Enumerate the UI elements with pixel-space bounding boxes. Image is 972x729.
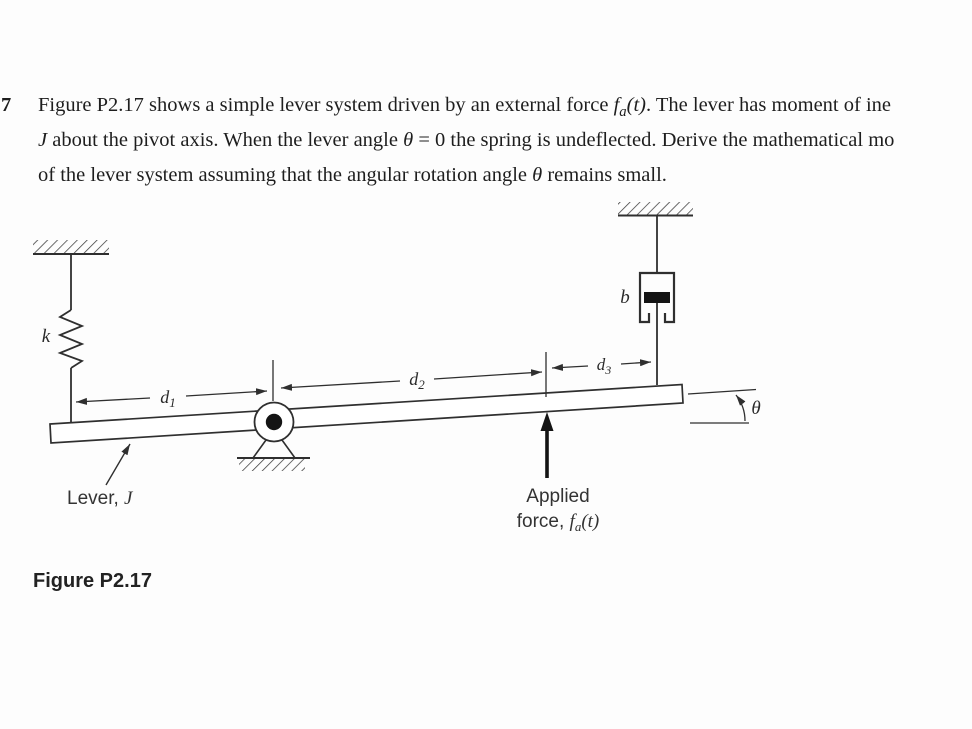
d3-left-segment — [551, 363, 589, 371]
problem-number: 7 — [1, 94, 12, 116]
line3-post: remains small. — [542, 164, 667, 186]
dimension-d2 — [280, 369, 543, 391]
damper-ceiling-support — [618, 202, 693, 217]
lever-inertia-symbol: J — [124, 488, 134, 509]
f-subscript: a — [619, 104, 627, 121]
f-argument: (t) — [626, 94, 647, 116]
figure-caption: Figure P2.17 — [33, 570, 152, 592]
d1-right-segment — [185, 388, 268, 397]
theta-label: θ — [751, 398, 760, 419]
d3-letter: d — [597, 355, 606, 374]
line3-pre: of the lever system assuming that the an… — [38, 164, 533, 186]
dimension-d3 — [551, 359, 652, 371]
damper-cylinder — [638, 271, 676, 324]
d2-left-segment — [280, 380, 401, 391]
f-symbol: f — [570, 511, 578, 532]
lever-leader-arrow — [105, 443, 131, 486]
theta-symbol: θ — [532, 164, 543, 186]
force-arrowhead — [540, 412, 554, 431]
d2-label: d2 — [409, 369, 425, 392]
ground-hatch — [239, 459, 305, 471]
pivot-pin — [265, 413, 283, 431]
d1-subscript: 1 — [169, 395, 176, 410]
lever-bar — [49, 383, 684, 444]
line2-post: = 0 the spring is undeflected. Derive th… — [413, 129, 895, 151]
d1-label: d1 — [160, 387, 176, 410]
J-symbol: J — [38, 129, 48, 151]
d3-label: d3 — [597, 355, 612, 377]
spring-constant-label: k — [42, 326, 51, 347]
applied-force-arrow — [540, 412, 554, 478]
spring-coil — [57, 309, 85, 369]
pivot-triangle — [252, 439, 296, 459]
line1-post: . The lever has moment of ine — [646, 94, 891, 116]
theta-upper-reference — [687, 388, 757, 395]
angle-theta-annotation — [687, 388, 757, 424]
problem-text-line-1: Figure P2.17 shows a simple lever system… — [38, 94, 891, 121]
line1-pre: Figure P2.17 shows a simple lever system… — [38, 94, 614, 116]
d2-right-segment — [433, 369, 543, 380]
damper-coefficient-label: b — [620, 287, 630, 308]
lever-label: Lever, J — [67, 488, 134, 509]
spring-ceiling-support — [33, 240, 109, 255]
hatch-fill — [618, 202, 693, 215]
lever-text: Lever, — [67, 488, 124, 509]
applied-force-label-line1: Applied — [526, 486, 589, 507]
d2-subscript: 2 — [418, 377, 425, 392]
pivot-support — [237, 360, 310, 471]
theta-symbol: θ — [403, 129, 414, 151]
problem-text-line-3: of the lever system assuming that the an… — [38, 164, 667, 187]
f-subscript: a — [575, 519, 582, 534]
d3-right-segment — [620, 359, 652, 367]
theta-arc — [735, 394, 746, 422]
f-argument: (t) — [581, 511, 599, 532]
f-symbol: f — [613, 94, 620, 116]
force-text: force, — [517, 511, 570, 532]
d3-subscript: 3 — [604, 363, 611, 377]
damper-symbol — [638, 215, 676, 385]
hatch-fill — [33, 240, 109, 254]
applied-force-label-line2: force, fa(t) — [517, 511, 600, 534]
spring-symbol — [57, 254, 85, 424]
problem-text-line-2: J about the pivot axis. When the lever a… — [38, 129, 894, 152]
line2-mid: about the pivot axis. When the lever ang… — [47, 129, 404, 151]
d2-letter: d — [409, 369, 419, 389]
d1-left-segment — [75, 397, 151, 405]
dimension-d1 — [75, 388, 268, 405]
d1-letter: d — [160, 387, 170, 407]
damper-piston — [644, 292, 670, 303]
